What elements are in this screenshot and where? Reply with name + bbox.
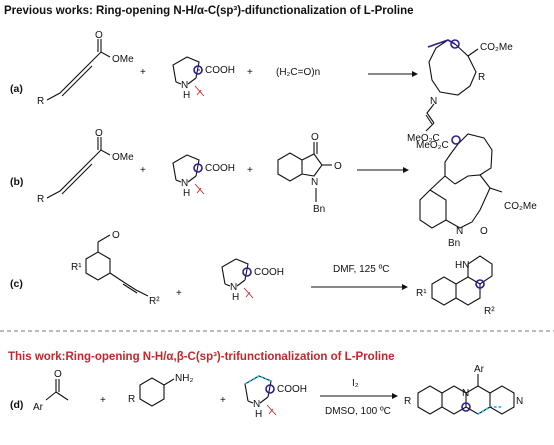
- plus-b2: +: [247, 165, 253, 176]
- isatin-n: N: [311, 177, 318, 188]
- row-d: (d) O Ar + NH₂ R + COOH N H I₂ DMSO, 100…: [10, 364, 523, 420]
- row-a: (a) O OMe R + COOH N H + (H₂C=O)n CO₂Me …: [10, 30, 513, 144]
- product-a-n: N: [430, 96, 437, 107]
- this-work-title: This work:Ring-opening N-H/α,β-C(sp³)-tr…: [8, 351, 395, 363]
- product-a-co2me: CO₂Me: [480, 42, 513, 53]
- product-a-r: R: [478, 72, 485, 83]
- product-c-hn: HN: [455, 260, 469, 271]
- r-group-b: R: [37, 194, 44, 205]
- r1-c: R¹: [71, 262, 82, 273]
- r2-c: R²: [149, 296, 160, 307]
- previous-works-title: Previous works: Ring-opening N-H/α-C(sp³…: [4, 5, 414, 17]
- product-d-ar: Ar: [474, 364, 485, 375]
- row-label-c: (c): [10, 278, 23, 290]
- aniline-nh2: NH₂: [175, 373, 193, 384]
- h-c: H: [232, 292, 239, 303]
- aldehyde-o: O: [112, 230, 120, 241]
- product-b-n: N: [456, 226, 463, 237]
- formaldehyde: (H₂C=O)n: [276, 67, 320, 78]
- plus-a1: +: [140, 67, 146, 78]
- product-b-meo2c: MeO₂C: [416, 140, 449, 151]
- cooh-d: COOH: [277, 384, 307, 395]
- product-b-bn: Bn: [448, 238, 460, 249]
- nh-c: N: [230, 282, 237, 293]
- plus-c: +: [176, 288, 182, 299]
- h-a: H: [183, 90, 190, 101]
- h-d: H: [255, 409, 262, 420]
- ester-oxygen-a: O: [95, 30, 103, 41]
- product-c-r2: R²: [484, 306, 495, 317]
- aniline-r: R: [128, 394, 135, 405]
- product-d-r: R: [404, 396, 411, 407]
- ester-ome-a: OMe: [112, 54, 134, 65]
- row-label-a: (a): [10, 83, 23, 95]
- product-b-co2me: CO₂Me: [504, 201, 537, 212]
- plus-d1: +: [100, 395, 106, 406]
- conditions-d-top: I₂: [352, 378, 359, 389]
- product-a-meo2c: MeO₂C: [407, 133, 440, 144]
- product-c-r1: R¹: [416, 288, 427, 299]
- product-d-n2: N: [516, 396, 523, 407]
- ester-oxygen-b: O: [95, 128, 103, 139]
- nh-b: N: [181, 178, 188, 189]
- plus-a2: +: [247, 67, 253, 78]
- product-d-n1: N: [462, 388, 469, 399]
- ketone-o: O: [54, 369, 62, 380]
- h-b: H: [183, 188, 190, 199]
- plus-b1: +: [140, 165, 146, 176]
- product-b-o: O: [480, 226, 488, 237]
- nh-d: N: [253, 399, 260, 410]
- conditions-c: DMF, 125 ºC: [333, 264, 389, 275]
- r-group-a: R: [37, 96, 44, 107]
- row-c: (c) O R¹ R² + COOH N H DMF, 125 ºC HN R¹…: [10, 230, 495, 317]
- nh-a: N: [181, 80, 188, 91]
- ester-ome-b: OMe: [112, 152, 134, 163]
- isatin-o2: O: [334, 161, 342, 172]
- row-label-b: (b): [10, 176, 23, 188]
- row-label-d: (d): [10, 399, 23, 411]
- isatin-o1: O: [311, 132, 319, 143]
- isatin-bn: Bn: [313, 204, 325, 215]
- cooh-b: COOH: [205, 163, 235, 174]
- conditions-d-bottom: DMSO, 100 ºC: [325, 406, 391, 417]
- row-b: (b) O OMe R + COOH N H + O O N Bn MeO₂C: [10, 128, 537, 249]
- plus-d2: +: [220, 395, 226, 406]
- ketone-ar: Ar: [33, 402, 44, 413]
- cooh-a: COOH: [205, 65, 235, 76]
- cooh-c: COOH: [254, 267, 284, 278]
